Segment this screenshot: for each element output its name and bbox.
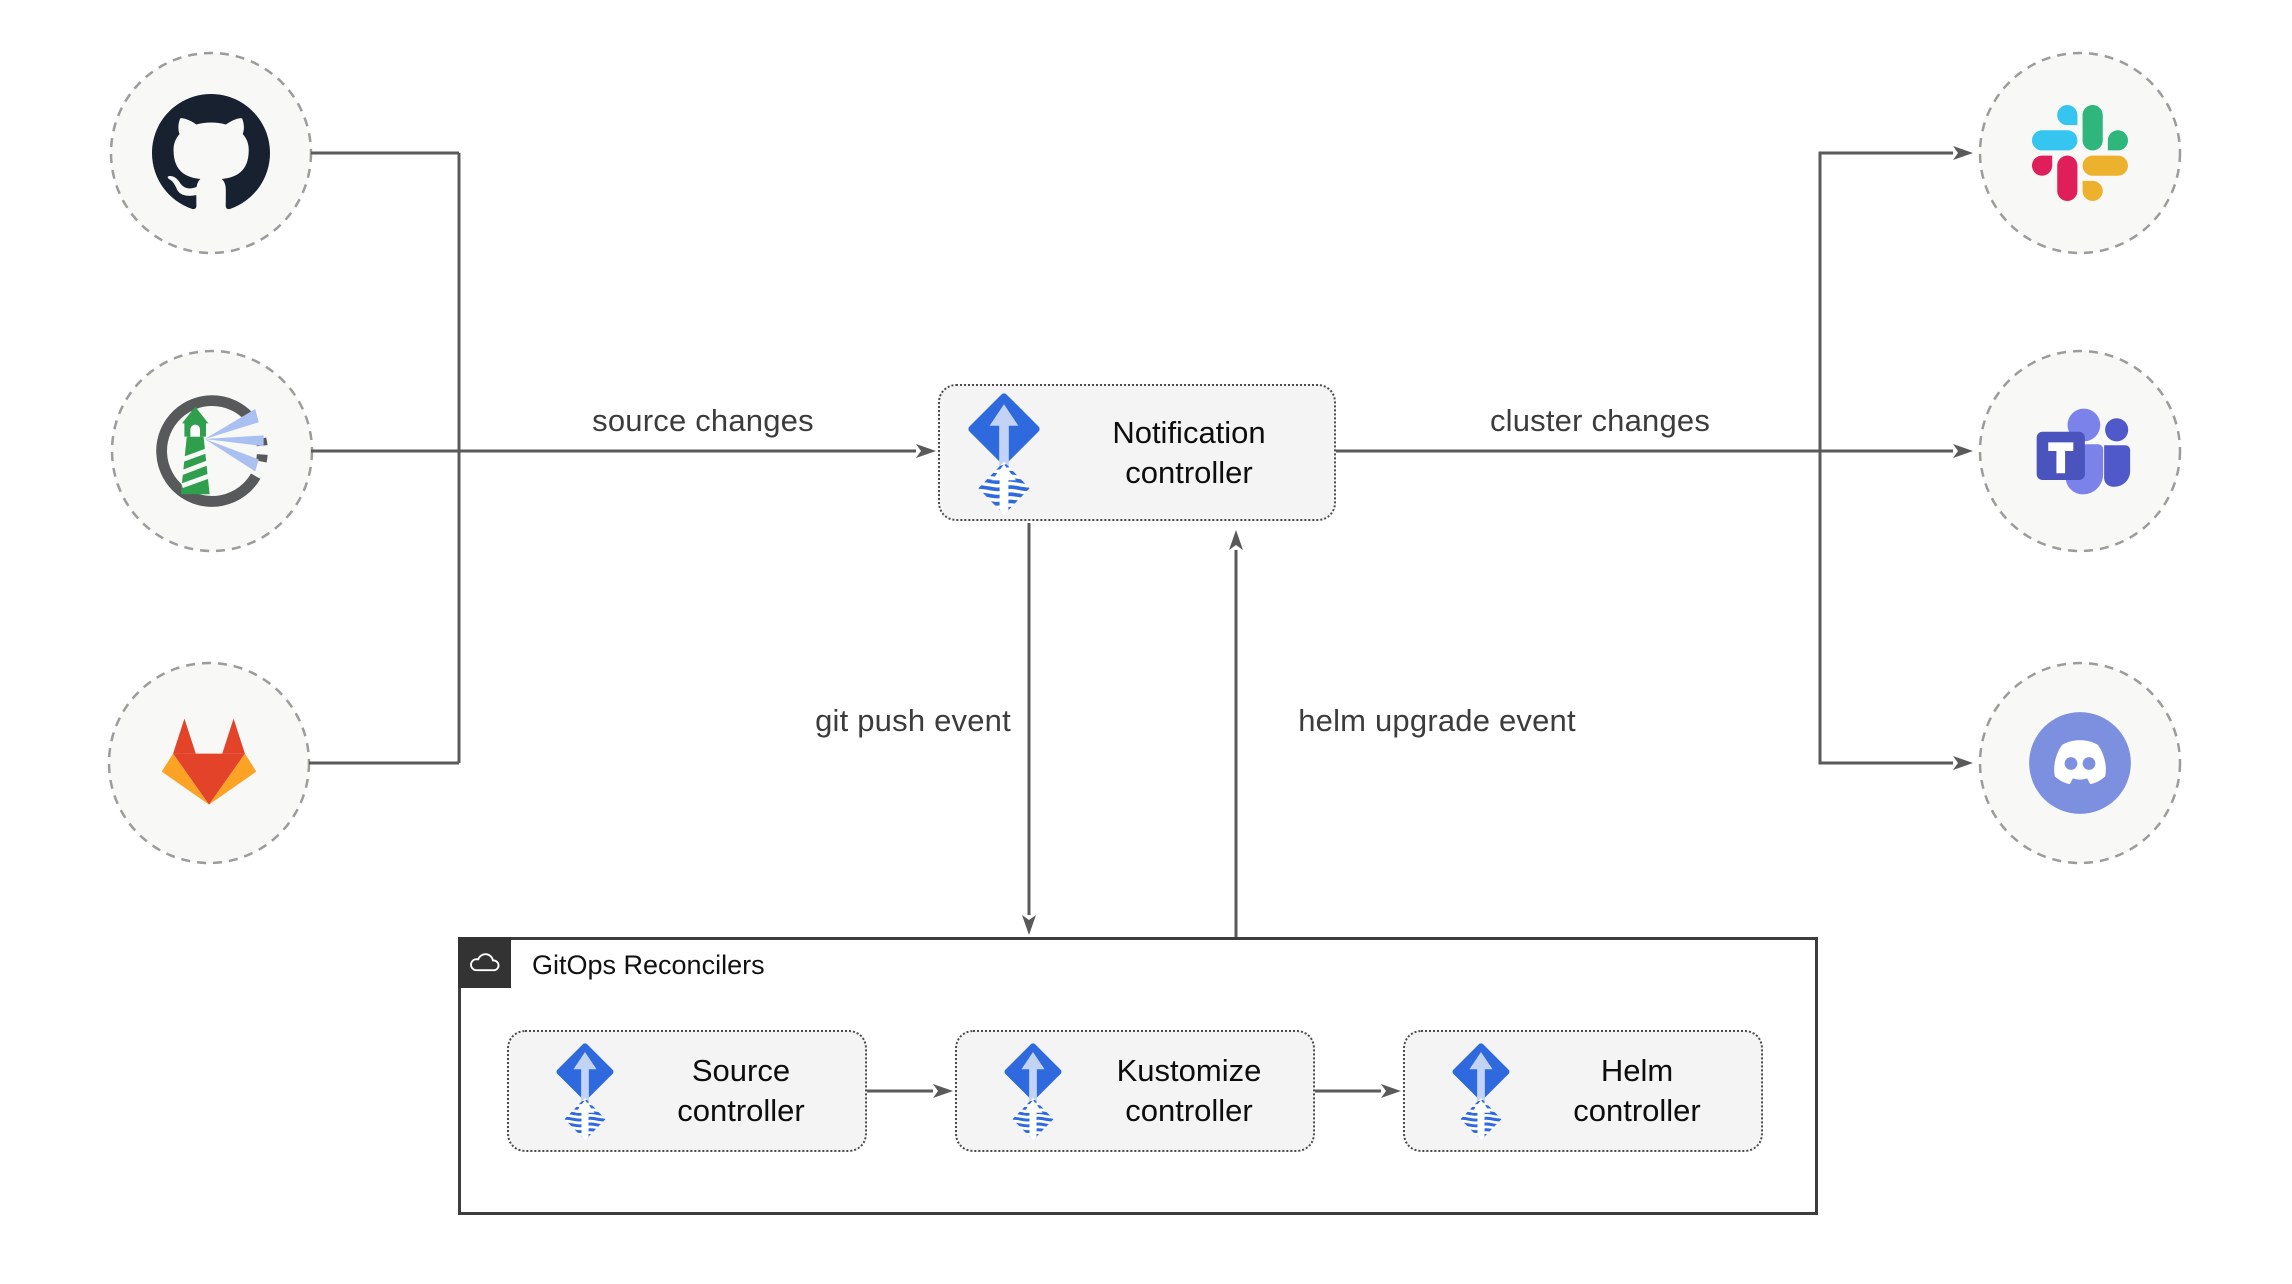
teams-icon (2022, 399, 2140, 505)
flux-icon (1449, 1042, 1513, 1140)
edge-label-source-changes: source changes (592, 403, 814, 438)
edge-to-discord (1818, 451, 1973, 770)
edge-label-cluster-changes: cluster changes (1489, 403, 1711, 438)
harbor-icon (152, 391, 272, 511)
helm-controller-box: Helm controller (1403, 1030, 1763, 1152)
gitlab-icon (151, 712, 267, 816)
slack-icon (2032, 105, 2128, 201)
flux-icon (553, 1042, 617, 1140)
cloud-icon (469, 952, 499, 971)
notification-controller-label: Notification controller (1112, 414, 1266, 490)
flux-icon (1001, 1042, 1065, 1140)
kustomize-controller-label: Kustomize controller (1116, 1053, 1262, 1128)
discord-icon (2027, 710, 2133, 816)
slack-node-circle (1978, 51, 2182, 255)
flux-icon (964, 392, 1044, 514)
container-title: GitOps Reconcilers (532, 950, 765, 980)
edge-label-git-push-event: git push event (815, 703, 1011, 738)
container-tab (458, 937, 511, 988)
source-controller-label: Source controller (677, 1053, 805, 1128)
github-icon (152, 94, 270, 212)
kustomize-controller-box: Kustomize controller (955, 1030, 1315, 1152)
helm-controller-label: Helm controller (1573, 1053, 1701, 1128)
source-controller-box: Source controller (507, 1030, 867, 1152)
edge-label-helm-upgrade-event: helm upgrade event (1298, 703, 1576, 738)
notification-controller-box: Notification controller (938, 384, 1336, 521)
edge-to-slack (1818, 146, 1973, 451)
gitops-reconcilers-container: GitOps Reconcilers (458, 937, 1818, 1215)
